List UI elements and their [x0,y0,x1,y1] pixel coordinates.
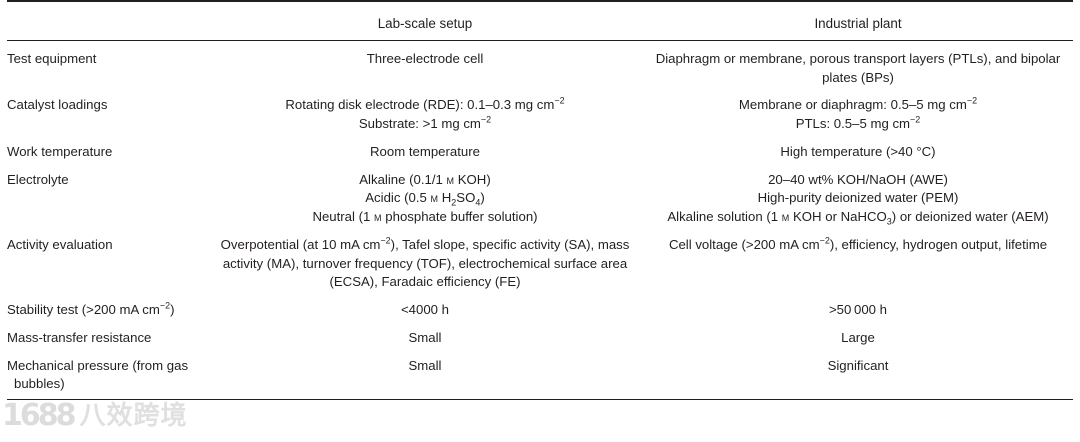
table-row: Work temperature Room temperature High t… [7,138,1073,166]
row-label: Electrolyte [7,171,69,187]
table-row: Mass-transfer resistance Small Large [7,324,1073,352]
row-value-industrial: >50 000 h [828,302,887,318]
table-body: Test equipment Three-electrode cell Diap… [7,41,1073,400]
row-label: Catalyst loadings [7,97,108,113]
row-value-industrial: 20–40 wt% KOH/NaOH (AWE) High-purity dei… [667,171,1049,227]
row-value-lab: Room temperature [370,143,480,159]
row-value-lab: <4000 h [400,302,450,318]
row-value-lab: Small [408,329,442,345]
row-label: Test equipment [7,51,97,66]
table-row: Activity evaluation Overpotential (at 10… [7,231,1073,296]
table-row: Electrolyte Alkaline (0.1/1 m KOH) Acidi… [7,166,1073,231]
row-value-industrial: High temperature (>40 °C) [780,143,936,159]
row-value-industrial: Large [841,329,875,345]
row-label: Work temperature [7,143,113,159]
bottom-rule [7,398,1073,402]
top-rule [7,0,1073,10]
watermark-label: 八效跨境 [79,401,188,431]
row-label: Stability test (>200 mA cm−2) [7,300,175,318]
row-value-lab: Rotating disk electrode (RDE): 0.1–0.3 m… [285,96,565,132]
column-header-lab-scale-setup: Lab-scale setup [207,10,643,41]
header-row: Lab-scale setup Industrial plant [7,10,1073,41]
column-header-industrial-plant: Industrial plant [643,10,1073,41]
table-row: Mechanical pressure (from gas bubbles) S… [7,352,1073,399]
row-label: Mechanical pressure (from gas bubbles) [7,357,189,392]
table-row: Stability test (>200 mA cm−2) <4000 h >5… [7,297,1073,325]
table-foot [7,398,1073,402]
column-header-parameter [7,10,207,41]
table-row: Test equipment Three-electrode cell Diap… [7,41,1073,92]
row-value-industrial: Diaphragm or membrane, porous transport … [655,51,1061,85]
row-value-lab: Three-electrode cell [366,51,484,66]
row-value-industrial: Cell voltage (>200 mA cm−2), efficiency,… [668,235,1048,252]
row-label: Mass-transfer resistance [7,329,152,345]
row-label: Activity evaluation [7,236,113,252]
row-value-industrial: Significant [827,357,889,373]
row-value-lab: Small [408,357,442,373]
comparison-table: Lab-scale setup Industrial plant Test eq… [7,0,1073,402]
watermark-logo-icon: 1688 [2,398,76,433]
row-value-lab: Overpotential (at 10 mA cm−2), Tafel slo… [220,235,630,290]
table-head: Lab-scale setup Industrial plant [7,0,1073,41]
row-value-industrial: Membrane or diaphragm: 0.5–5 mg cm−2 PTL… [738,96,978,132]
table-row: Catalyst loadings Rotating disk electrod… [7,92,1073,138]
row-value-lab: Alkaline (0.1/1 m KOH) Acidic (0.5 m H2S… [312,171,538,225]
